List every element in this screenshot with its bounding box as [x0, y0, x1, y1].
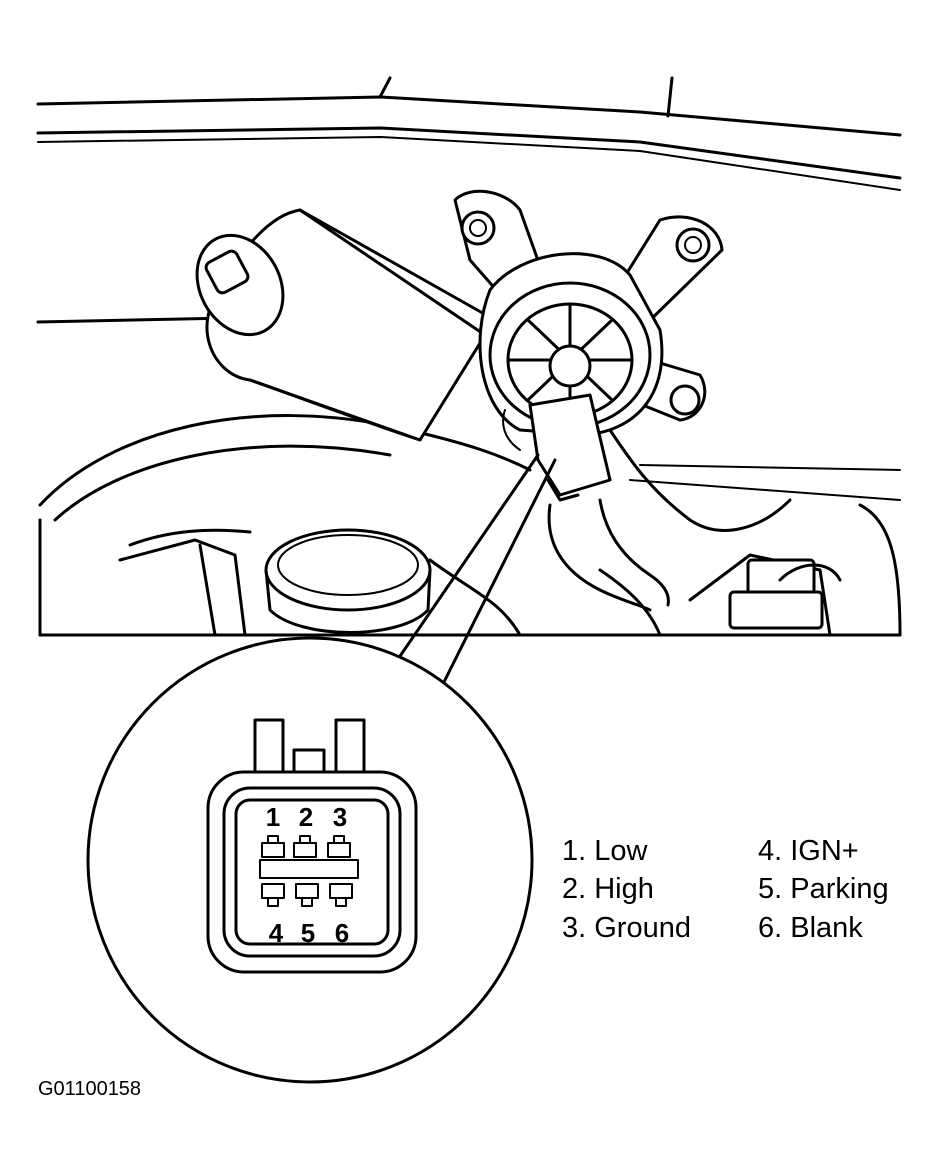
callout-pointer [383, 453, 557, 712]
pin-number-1: 1 [266, 802, 280, 832]
pin-number-6: 6 [335, 918, 349, 948]
connector-face [206, 718, 418, 974]
legend-item-4: 4. IGN+ [758, 835, 859, 867]
legend-item-1: 1. Low [562, 835, 648, 867]
pin-number-2: 2 [299, 802, 313, 832]
legend-item-5: 5. Parking [758, 873, 889, 905]
wiper-motor [195, 189, 724, 502]
legend-item-6: 6. Blank [758, 912, 863, 944]
wiring-harness [547, 428, 901, 612]
pin-legend: 1. Low 2. High 3. Ground 4. IGN+ 5. Park… [562, 835, 889, 944]
cowl-panel [36, 76, 902, 324]
reservoir-cap [264, 528, 432, 634]
relay-box [688, 503, 902, 637]
engine-components [38, 538, 902, 637]
pin-number-5: 5 [301, 918, 315, 948]
legend-item-3: 3. Ground [562, 912, 691, 944]
pin-number-4: 4 [269, 918, 284, 948]
strut-tower [38, 414, 532, 637]
legend-item-2: 2. High [562, 873, 654, 905]
pin-number-3: 3 [333, 802, 347, 832]
figure-id: G01100158 [38, 1078, 141, 1100]
